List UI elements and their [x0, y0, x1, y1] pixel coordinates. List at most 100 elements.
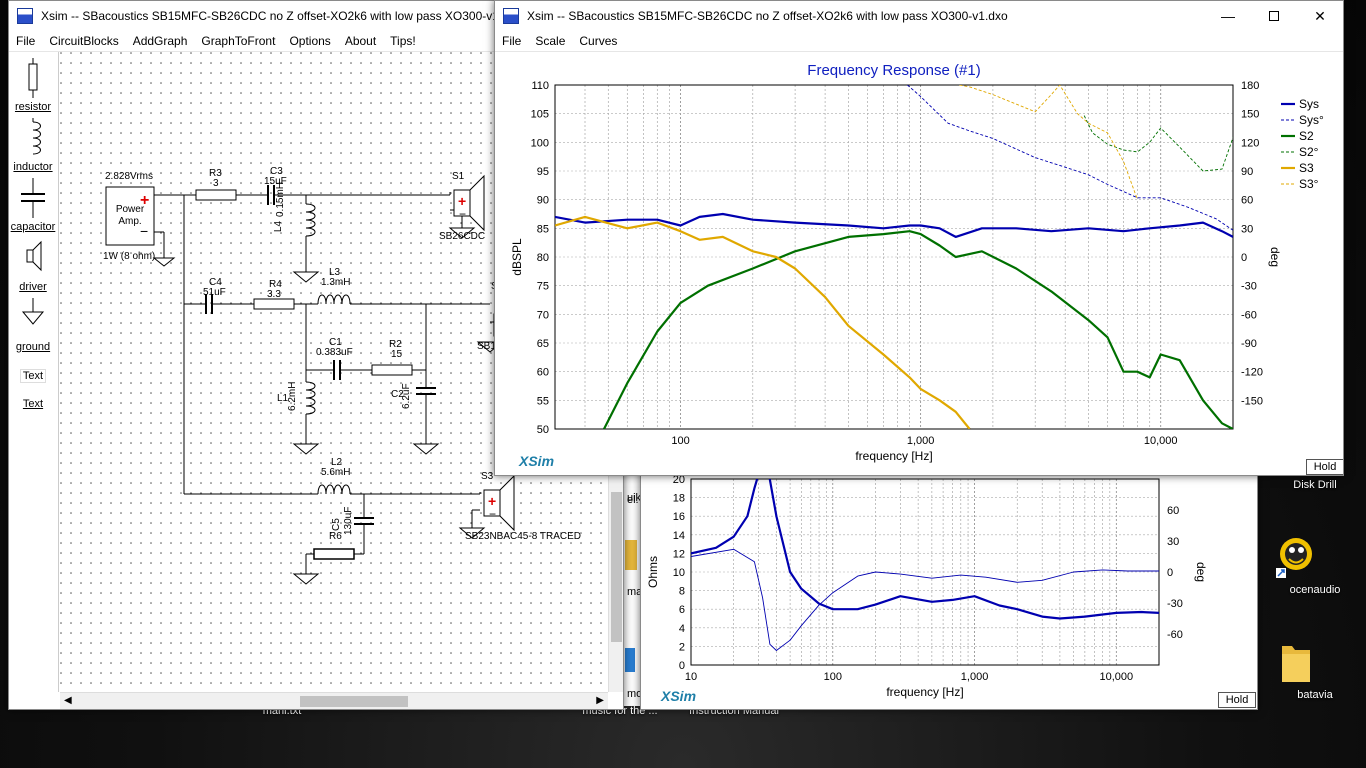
- menu-tips[interactable]: Tips!: [390, 34, 416, 48]
- y-tick-label: 90: [537, 195, 549, 207]
- palette-resistor[interactable]: resistor: [9, 58, 57, 113]
- y-tick-label: 2: [679, 641, 685, 653]
- desktop-icon-ocenaudio-label[interactable]: ocenaudio: [1289, 584, 1341, 596]
- menu-circuitblocks[interactable]: CircuitBlocks: [49, 34, 119, 48]
- menu-file[interactable]: File: [16, 34, 36, 48]
- y-tick-label: 70: [537, 309, 549, 321]
- l2-value: 5.6mH: [321, 467, 351, 478]
- r4-name: R4: [269, 279, 282, 290]
- ground-icon: [21, 298, 45, 325]
- y2-tick-label: 90: [1241, 166, 1253, 178]
- y2-tick-label: -30: [1241, 281, 1257, 293]
- series-line-S2: [603, 230, 1233, 429]
- l3-value: 1.3mH: [321, 277, 351, 288]
- horizontal-scroll-thumb[interactable]: [300, 696, 408, 707]
- freq-titlebar[interactable]: Xsim -- SBacoustics SB15MFC-SB26CDC no Z…: [495, 1, 1343, 31]
- freq-menu-curves[interactable]: Curves: [579, 34, 618, 48]
- y-tick-label: 8: [679, 586, 685, 598]
- close-button[interactable]: ✕: [1297, 1, 1343, 31]
- palette-capacitor-label[interactable]: capacitor: [10, 221, 56, 233]
- x-tick-label: 10,000: [1144, 435, 1178, 447]
- y-tick-label: 18: [673, 493, 685, 505]
- palette-driver[interactable]: driver: [9, 238, 57, 293]
- freq-hold-button[interactable]: Hold: [1306, 459, 1343, 475]
- y2-tick-label: -120: [1241, 367, 1263, 379]
- scroll-left-arrow-icon[interactable]: ◀: [64, 695, 72, 706]
- y2-tick-label: 30: [1167, 536, 1179, 548]
- palette-ground[interactable]: ground: [9, 298, 57, 353]
- minimize-button[interactable]: —: [1205, 1, 1251, 31]
- imp-xsim-logo: XSim: [661, 688, 697, 704]
- menu-addgraph[interactable]: AddGraph: [132, 34, 188, 48]
- menu-graphtofront[interactable]: GraphToFront: [201, 34, 276, 48]
- c1-value: 0.383uF: [316, 347, 353, 358]
- ocenaudio-icon[interactable]: [1276, 532, 1314, 580]
- source-voltage-label: 2.828Vrms: [105, 171, 153, 182]
- scroll-right-arrow-icon[interactable]: ▶: [596, 695, 604, 706]
- r2-name: R2: [389, 339, 402, 350]
- y-tick-label: 85: [537, 223, 549, 235]
- frequency-response-chart: 50556065707580859095100105110-150-120-90…: [510, 62, 1324, 463]
- power-amp-box: [105, 186, 155, 246]
- behind-text-4: mo: [627, 688, 643, 700]
- y2-tick-label: -150: [1241, 395, 1263, 407]
- series-line-Z: [691, 479, 1159, 620]
- s3-name: S3: [481, 471, 494, 482]
- palette-resistor-label[interactable]: resistor: [14, 101, 52, 113]
- driver-icon: [26, 240, 42, 272]
- palette-text-1[interactable]: Text: [9, 368, 57, 383]
- freq-response-window[interactable]: Xsim -- SBacoustics SB15MFC-SB26CDC no Z…: [494, 0, 1344, 476]
- freq-xsim-logo: XSim: [519, 453, 555, 469]
- vertical-scroll-thumb[interactable]: [611, 492, 622, 642]
- palette-capacitor[interactable]: capacitor: [9, 178, 57, 233]
- y-tick-label: 16: [673, 511, 685, 523]
- y-tick-label: 50: [537, 424, 549, 436]
- palette-ground-label[interactable]: ground: [15, 341, 51, 353]
- inductor-icon: [32, 118, 41, 155]
- y2-tick-label: -60: [1241, 309, 1257, 321]
- y2-tick-label: 120: [1241, 137, 1259, 149]
- s1-model: SB26CDC: [439, 231, 486, 242]
- legend-label-Sys°: Sys°: [1299, 113, 1324, 127]
- series-line-S3°: [959, 85, 1138, 200]
- palette-text-label-1[interactable]: Text: [19, 369, 47, 383]
- freq-menu-scale[interactable]: Scale: [535, 34, 566, 48]
- y-tick-label: 95: [537, 166, 549, 178]
- y-axis-label: dBSPL: [510, 238, 524, 276]
- l1-value: 6.2mH: [287, 381, 298, 411]
- r6-name: R6: [329, 531, 342, 542]
- desktop-icon-disk-drill-label[interactable]: Disk Drill: [1293, 479, 1337, 491]
- freq-menu-file[interactable]: File: [502, 34, 522, 48]
- xsim-app-icon: [17, 8, 33, 24]
- imp-hold-button[interactable]: Hold: [1218, 692, 1256, 708]
- palette-inductor[interactable]: inductor: [9, 118, 57, 173]
- l2-name: L2: [331, 457, 343, 468]
- desktop-icon-batavia-label[interactable]: batavia: [1297, 689, 1333, 701]
- series-line-Sys: [555, 212, 1233, 238]
- freq-menubar: File Scale Curves: [495, 31, 1343, 52]
- palette-text-label-2[interactable]: Text: [22, 398, 44, 410]
- close-icon: ✕: [1314, 7, 1326, 24]
- palette-text-2[interactable]: Text: [9, 398, 57, 410]
- y-tick-label: 105: [531, 109, 549, 121]
- palette-inductor-label[interactable]: inductor: [13, 161, 53, 173]
- menu-about[interactable]: About: [344, 34, 377, 48]
- maximize-button[interactable]: [1251, 1, 1297, 31]
- legend-label-Sys: Sys: [1299, 97, 1319, 111]
- horizontal-scrollbar[interactable]: ◀ ▶: [60, 692, 608, 709]
- menu-options[interactable]: Options: [289, 34, 331, 48]
- r3-name: R3: [209, 168, 222, 179]
- folder-batavia-icon[interactable]: [1280, 640, 1312, 684]
- legend-label-S2: S2: [1299, 129, 1314, 143]
- y-tick-label: 10: [673, 567, 685, 579]
- y2-tick-label: -30: [1167, 598, 1183, 610]
- palette-driver-label[interactable]: driver: [19, 281, 47, 293]
- y-tick-label: 14: [673, 530, 685, 542]
- minimize-icon: —: [1221, 8, 1235, 24]
- x-axis-label: frequency [Hz]: [855, 449, 932, 463]
- power-amp-label: Power Amp.: [115, 204, 145, 227]
- l4-name: L4: [273, 220, 285, 233]
- y-tick-label: 6: [679, 604, 685, 616]
- chart-title: Frequency Response (#1): [807, 62, 980, 79]
